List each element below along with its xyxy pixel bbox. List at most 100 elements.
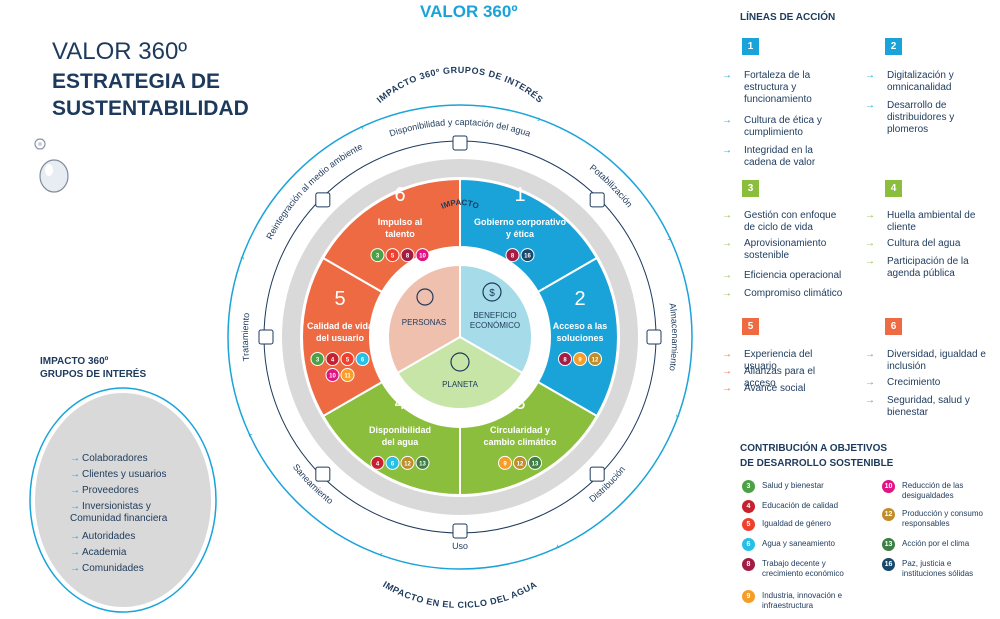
- stakeholders-circle: [29, 387, 217, 613]
- linea-item: →Compromiso climático: [722, 288, 844, 300]
- ods-dot-8: [558, 352, 572, 366]
- arrow-icon: →: [722, 288, 732, 299]
- arrow-icon: →: [722, 270, 732, 281]
- linea-item-label: Cultura de ética y cumplimiento: [744, 115, 822, 138]
- ods-dot-12-label: 12: [592, 358, 599, 364]
- arrow-icon: →: [70, 469, 80, 480]
- arrow-icon: →: [70, 453, 80, 464]
- linea-item-label: Experiencia del usuario: [744, 349, 813, 372]
- segment-2-title-line2: soluciones: [556, 333, 603, 343]
- arrow-icon: →: [865, 256, 875, 267]
- linea-item: → Eficiencia operacional: [722, 270, 844, 282]
- stakeholder-label: Inversionistas y Comunidad financiera: [70, 501, 168, 524]
- ods-dot-6-label: 6: [361, 358, 365, 364]
- ods-dot-12-label: 12: [404, 461, 411, 467]
- page-title-line1: ESTRATEGIA DE: [52, 70, 221, 93]
- arrow-icon: →: [722, 145, 732, 156]
- stakeholder-item: →Academia: [70, 547, 200, 559]
- ods-dot-11: [340, 368, 355, 382]
- stakeholder-item: →Comunidades: [70, 563, 200, 575]
- cycle-icon-5: [315, 466, 331, 482]
- segment-1-title-line2: y ética: [506, 229, 535, 239]
- page-title-line2: SUSTENTABILIDAD: [52, 97, 249, 120]
- ods-dot-13-label: 13: [532, 461, 539, 467]
- ods-legend-label: Industria, innovación e infraestructura: [762, 591, 843, 610]
- ods-title: CONTRIBUCIÓN A OBJETIVOS DE DESARROLLO S…: [740, 441, 893, 471]
- page-subtitle: VALOR 360º: [52, 38, 188, 65]
- stakeholder-item: →Inversionistas y Comunidad financiera: [70, 501, 200, 525]
- linea-item: →Alianzas para el acceso: [722, 366, 844, 390]
- cycle-icon-3: [589, 466, 605, 482]
- segment-6-number: 6: [394, 184, 405, 206]
- linea-item-label: Gestión con enfoque de ciclo de vida: [744, 210, 837, 233]
- ods-dot-9-label: 9: [503, 461, 507, 467]
- cycle-icon-6: [258, 329, 274, 345]
- ods-dot-6: [355, 352, 370, 366]
- linea-item-label: Digitalización y omnicanalidad: [887, 70, 954, 93]
- segment-2-number: 2: [574, 288, 585, 310]
- arrow-icon: →: [865, 238, 875, 249]
- ods-legend-dot: 8: [742, 558, 755, 571]
- inner-personas-label: PERSONAS: [402, 318, 446, 327]
- arrow-icon: →: [865, 210, 875, 221]
- arrow-icon: →: [70, 563, 80, 574]
- arrow-icon: →: [722, 349, 732, 360]
- ods-dot-9: [498, 455, 512, 470]
- stakeholder-label: Academia: [82, 547, 127, 558]
- segment-4-title-line2: del agua: [382, 437, 420, 447]
- linea-item-label: Diversidad, igualdad e inclusión: [887, 349, 986, 372]
- inner-beneficio: [459, 263, 533, 375]
- stakeholder-item: →Clientes y usuarios: [70, 469, 200, 481]
- ods-legend-dot: 13: [882, 538, 895, 551]
- stakeholder-label: Comunidades: [82, 563, 144, 574]
- cycle-icon-0: [452, 135, 468, 151]
- segment-1-title-line1: Gobierno corporativo: [474, 217, 567, 227]
- ring-top-label: IMPACTO 360º GRUPOS DE INTERÉS: [375, 65, 545, 105]
- cycle-arrow-icon: ›: [555, 542, 562, 552]
- segment-2-title-line1: Acceso a las: [553, 321, 608, 331]
- ods-dot-3: [370, 248, 385, 263]
- ods-dot-16: [520, 248, 535, 263]
- linea-item-label: Fortaleza de la estructura y funcionamie…: [744, 70, 812, 105]
- stakeholder-label: Colaboradores: [82, 453, 148, 464]
- cycle-arrow-icon: ›: [665, 235, 675, 242]
- linea-item-label: Seguridad, salud y bienestar: [887, 395, 970, 418]
- segment-4-number: 4: [394, 392, 405, 414]
- ods-dot-4-label: 4: [331, 358, 335, 364]
- linea-item: → Huella ambiental de cliente: [865, 210, 987, 234]
- arrow-icon: →: [70, 501, 80, 512]
- linea-item-label: Cultura del agua: [887, 238, 961, 249]
- linea-item: →Fortaleza de la estructura y funcionami…: [722, 70, 844, 106]
- arrow-icon: →: [865, 377, 875, 388]
- ods-dot-12: [400, 455, 415, 470]
- person-icon: [416, 288, 434, 306]
- linea-item: →Participación de la agenda pública: [865, 256, 987, 280]
- ods-legend-label: Trabajo decente y crecimiento económico: [762, 559, 844, 578]
- ods-legend-dot: 12: [882, 508, 895, 521]
- linea-item-label: Integridad en la cadena de valor: [744, 145, 816, 168]
- cycle-arrow-icon: ›: [358, 122, 365, 132]
- inner-personas: [387, 263, 461, 375]
- linea-item: → Integridad en la cadena de valor: [722, 145, 844, 169]
- segment-6-title-line1: Impulso al: [378, 217, 423, 227]
- ods-dot-10: [415, 248, 430, 263]
- ods-dot-8-label: 8: [511, 254, 515, 260]
- stakeholders-title-line2: GRUPOS DE INTERÉS: [40, 369, 147, 380]
- ods-dot-12-label: 12: [517, 461, 524, 467]
- linea-item: →Aprovisionamiento sostenible: [722, 238, 844, 262]
- cycle-icon-2: [646, 329, 662, 345]
- ods-legend-dot: 4: [742, 500, 755, 513]
- linea-item-label: Eficiencia operacional: [744, 270, 842, 281]
- segment-5-number: 5: [334, 288, 345, 310]
- linea-item-label: Huella ambiental de cliente: [887, 210, 976, 233]
- linea-item: →Crecimiento: [865, 377, 987, 389]
- stakeholders-title-line1: IMPACTO 360º: [40, 356, 109, 367]
- ods-legend-label: Agua y saneamiento: [762, 539, 835, 548]
- water-drop-icon: [34, 138, 69, 193]
- ods-dot-13: [528, 455, 542, 470]
- stakeholder-item: →Autoridades: [70, 531, 200, 543]
- linea-item-label: Desarrollo de distribuidores y plomeros: [887, 100, 955, 135]
- ods-dot-5: [385, 248, 400, 263]
- ods-dot-3-label: 3: [376, 254, 380, 260]
- segment-5-title-line2: del usuario: [316, 333, 365, 343]
